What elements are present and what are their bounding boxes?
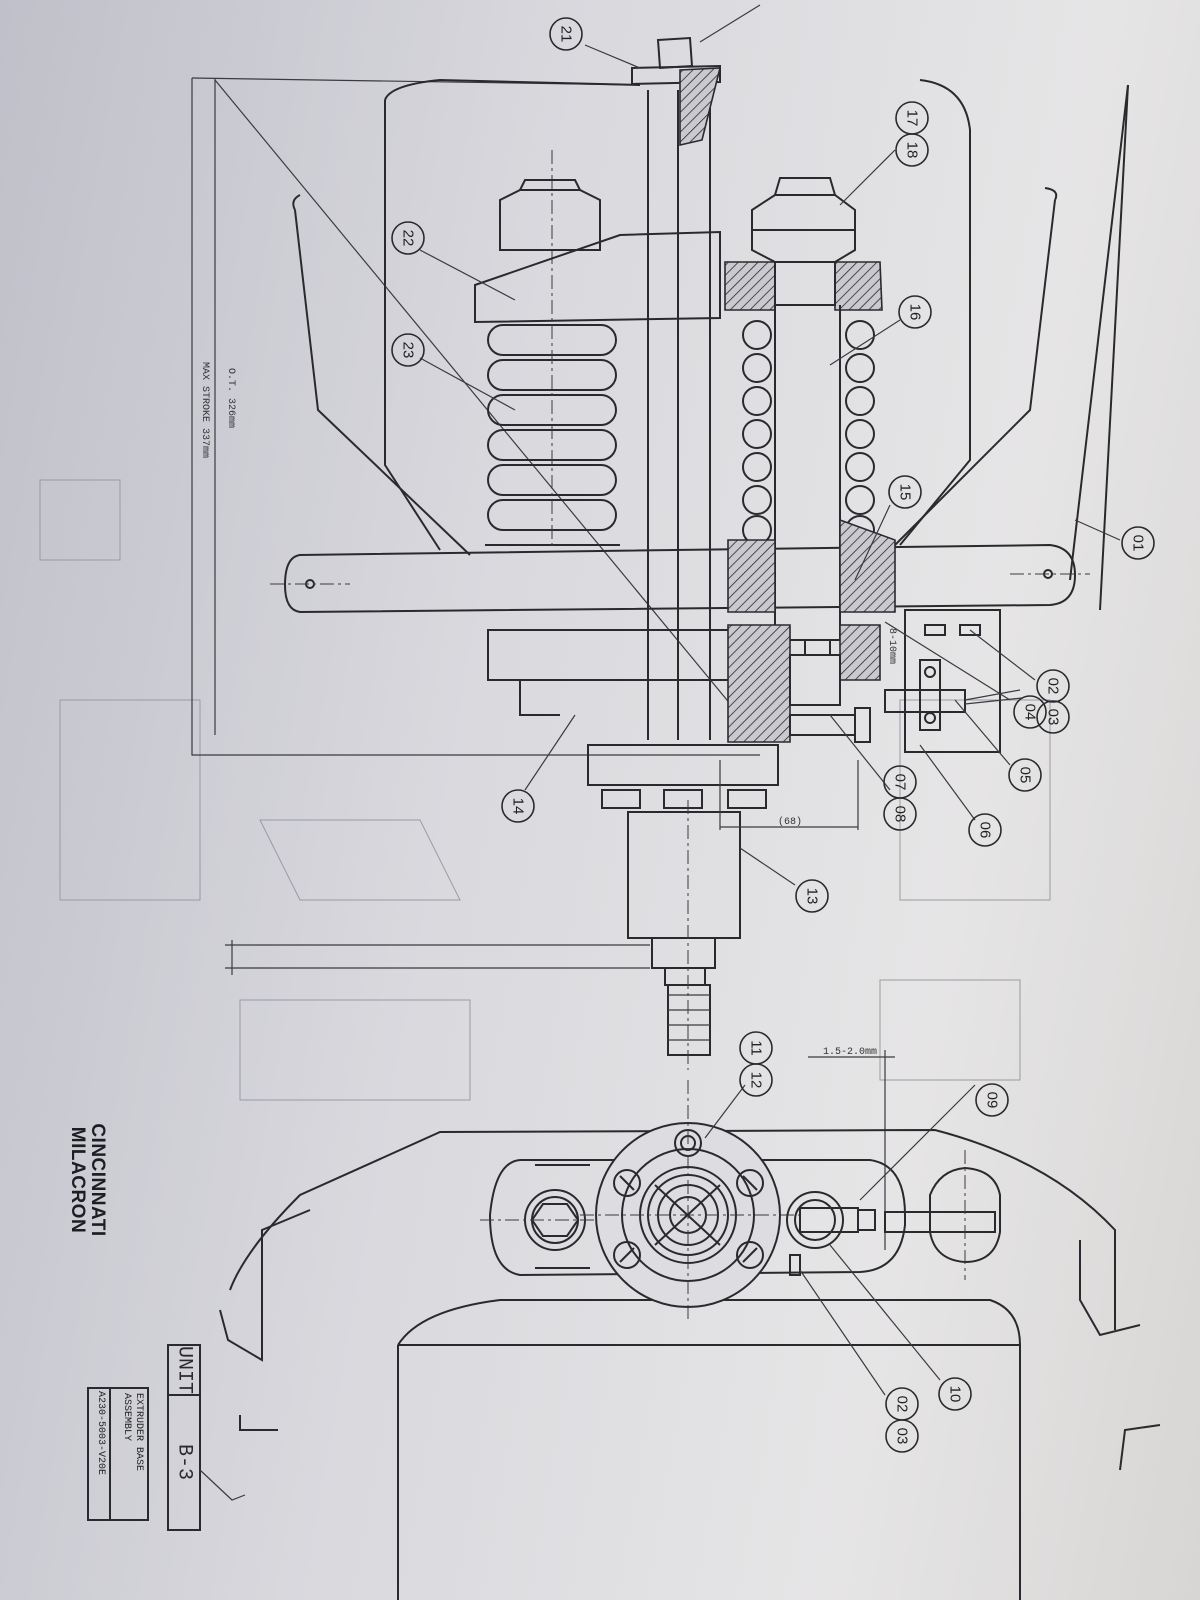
callout-16: 16 <box>898 295 932 329</box>
callout-01-label: 01 <box>1130 535 1147 552</box>
callout-09-label: 09 <box>984 1092 1001 1109</box>
callout-10: 10 <box>938 1377 972 1411</box>
callout-06: 06 <box>968 813 1002 847</box>
unit-box: UNIT B-3 <box>167 1344 246 1531</box>
callout-11: 11 <box>739 1031 773 1065</box>
callout-04-label: 04 <box>1022 704 1039 721</box>
callout-05: 05 <box>1008 758 1042 792</box>
dimension-clearance: 8-10mm <box>886 628 897 664</box>
callout-01: 01 <box>1121 526 1155 560</box>
callout-06-label: 06 <box>977 822 994 839</box>
callout-14-label: 14 <box>510 798 527 815</box>
callout-18: 18 <box>895 133 929 167</box>
unit-value: B-3 <box>173 1444 196 1480</box>
callout-02b: 02 <box>885 1387 919 1421</box>
callout-02b-label: 02 <box>894 1396 911 1413</box>
callout-05-label: 05 <box>1017 767 1034 784</box>
callout-03: 03 <box>1036 700 1070 734</box>
side-view <box>191 36 1129 1250</box>
callout-15: 15 <box>888 475 922 509</box>
callout-14: 14 <box>501 789 535 823</box>
callout-23: 23 <box>391 333 425 367</box>
callout-22-label: 22 <box>400 230 417 247</box>
callout-18-label: 18 <box>904 142 921 159</box>
dimension-gap: 1.5-2.0mm <box>823 1047 877 1058</box>
callout-13: 13 <box>795 879 829 913</box>
title-line-2: ASSEMBLY <box>121 1393 132 1441</box>
callout-22: 22 <box>391 221 425 255</box>
callout-21-label: 21 <box>558 26 575 43</box>
callout-13-label: 13 <box>804 888 821 905</box>
callout-08-label: 08 <box>892 806 909 823</box>
callout-10-label: 10 <box>947 1386 964 1403</box>
brand-line-1: CINCINNATI <box>87 1123 108 1236</box>
dimension-68: (68) <box>778 816 802 828</box>
title-block: EXTRUDER BASE ASSEMBLY A230-5003-V20E <box>87 1387 149 1521</box>
callout-12-label: 12 <box>748 1072 765 1089</box>
callout-03-label: 03 <box>1045 709 1062 726</box>
callout-17-label: 17 <box>904 110 921 127</box>
unit-label: UNIT <box>173 1346 196 1394</box>
title-line-1: EXTRUDER BASE <box>133 1393 144 1471</box>
brand-line-2: MILACRON <box>67 1127 88 1233</box>
callout-04: 04 <box>1013 695 1047 729</box>
callout-12: 12 <box>739 1063 773 1097</box>
spring-23 <box>485 150 620 550</box>
callout-02: 02 <box>1036 669 1070 703</box>
callout-16-label: 16 <box>907 304 924 321</box>
callout-02-label: 02 <box>1045 678 1062 695</box>
end-view <box>219 1080 1161 1600</box>
drawing-number: A230-5003-V20E <box>95 1391 106 1475</box>
callout-09: 09 <box>975 1083 1009 1117</box>
dimension-max-stroke: MAX STROKE 337mm <box>199 362 210 458</box>
callout-03b-label: 03 <box>894 1428 911 1445</box>
callout-07-label: 07 <box>892 774 909 791</box>
dimension-ot: O.T. 326mm <box>225 368 236 428</box>
callout-03b: 03 <box>885 1419 919 1453</box>
callout-17: 17 <box>895 101 929 135</box>
leader-lines <box>419 4 1121 1396</box>
callout-23-label: 23 <box>400 342 417 359</box>
callout-21: 21 <box>549 17 583 51</box>
callout-15-label: 15 <box>897 484 914 501</box>
callout-08: 08 <box>883 797 917 831</box>
callout-11-label: 11 <box>748 1040 765 1056</box>
